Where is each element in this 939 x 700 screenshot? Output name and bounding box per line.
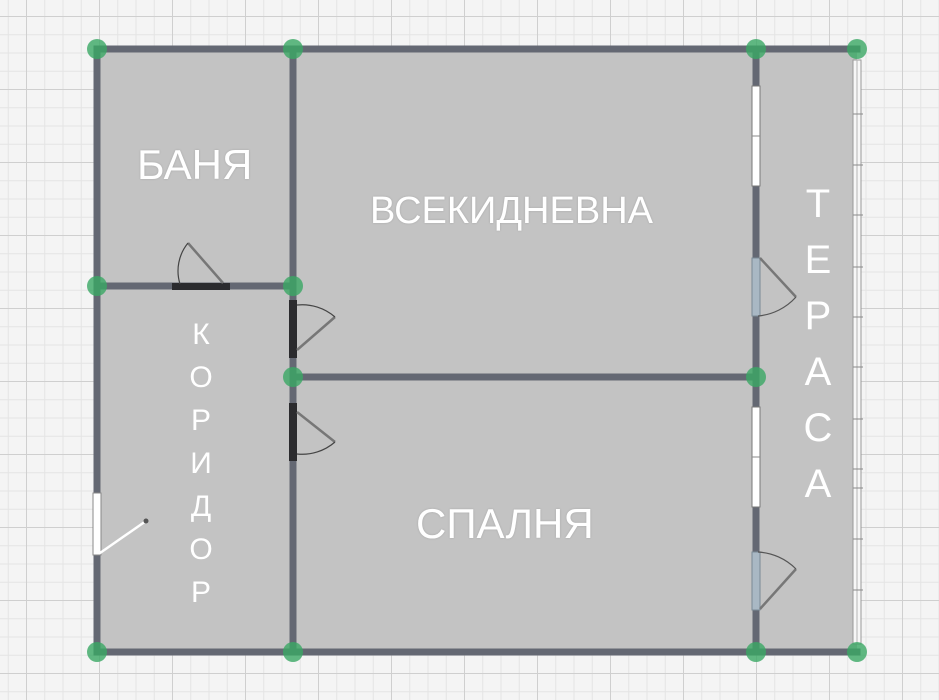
room-floor-bathroom[interactable]	[97, 49, 293, 286]
window-bedroom[interactable]	[751, 406, 761, 508]
corridor-letter: И	[190, 447, 212, 480]
door-living-to-terrace[interactable]	[751, 257, 797, 317]
node[interactable]	[87, 39, 107, 59]
door-bedroom-to-terrace[interactable]	[751, 551, 797, 611]
node[interactable]	[87, 276, 107, 296]
node[interactable]	[283, 39, 303, 59]
terrace-letter: С	[803, 406, 833, 450]
node[interactable]	[746, 367, 766, 387]
node[interactable]	[283, 642, 303, 662]
terrace-letter: Т	[805, 182, 831, 226]
room-floor-terrace[interactable]	[756, 49, 857, 652]
wall-nodes	[87, 39, 867, 662]
node[interactable]	[847, 642, 867, 662]
terrace-letter: Е	[804, 238, 832, 282]
corridor-letter: К	[192, 318, 210, 351]
node[interactable]	[87, 642, 107, 662]
door-bedroom[interactable]	[289, 403, 336, 461]
terrace-railing	[852, 59, 863, 645]
node[interactable]	[746, 642, 766, 662]
room-label-bedroom: СПАЛНЯ	[416, 500, 594, 547]
room-label-living-room: ВСЕКИДНЕВНА	[370, 190, 653, 232]
room-label-bathroom: БАНЯ	[137, 141, 253, 188]
window-living-room[interactable]	[751, 85, 761, 187]
node[interactable]	[746, 39, 766, 59]
corridor-letter: Р	[190, 404, 211, 437]
corridor-letter: Д	[190, 490, 212, 523]
room-floor-living-room[interactable]	[293, 49, 756, 377]
corridor-letter: Р	[190, 576, 211, 609]
node[interactable]	[847, 39, 867, 59]
node[interactable]	[283, 276, 303, 296]
node[interactable]	[283, 367, 303, 387]
room-label-corridor: К О Р И Д О Р	[186, 320, 216, 621]
corridor-letter: О	[189, 361, 213, 394]
room-floor-corridor[interactable]	[97, 286, 293, 652]
door-entrance[interactable]	[92, 492, 149, 556]
terrace-letter: А	[804, 462, 832, 506]
door-bathroom[interactable]	[172, 242, 230, 290]
room-label-terrace: Т Е Р А С А	[798, 184, 838, 520]
terrace-letter: Р	[804, 294, 832, 338]
room-floor-bedroom[interactable]	[293, 377, 756, 652]
terrace-letter: А	[804, 350, 832, 394]
corridor-letter: О	[189, 533, 213, 566]
door-living-room[interactable]	[289, 300, 336, 358]
